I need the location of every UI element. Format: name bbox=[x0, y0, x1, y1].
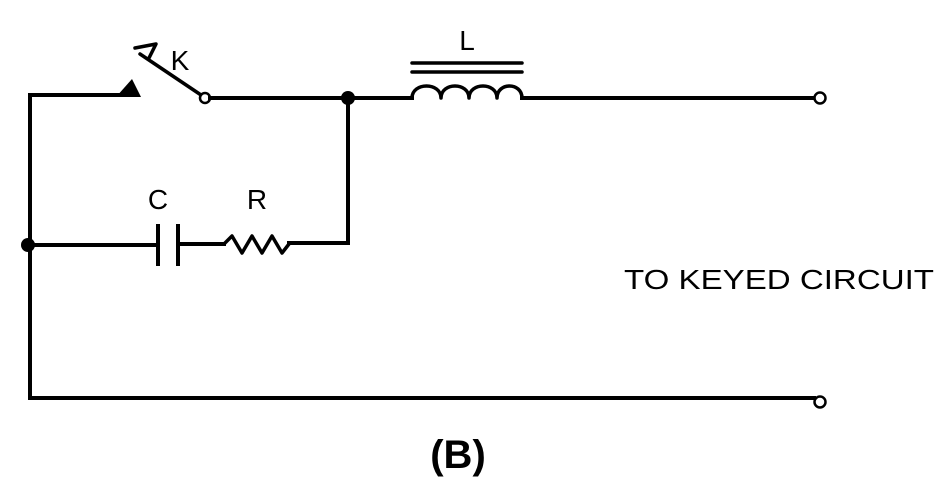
switch-label: K bbox=[171, 45, 190, 76]
resistor-label: R bbox=[247, 184, 267, 215]
to-keyed-circuit-annotation: TO KEYED CIRCUIT bbox=[624, 264, 934, 295]
inductor-coil bbox=[410, 84, 524, 100]
key-contact bbox=[116, 79, 141, 97]
capacitor-label: C bbox=[148, 184, 168, 215]
figure-label: (B) bbox=[430, 433, 486, 477]
key-lever bbox=[138, 52, 206, 99]
top-output-terminal bbox=[813, 91, 827, 105]
key-knob bbox=[133, 42, 158, 60]
bottom-output-terminal bbox=[813, 395, 827, 409]
inductor-label: L bbox=[459, 25, 475, 56]
resistor-zigzag bbox=[222, 234, 291, 255]
